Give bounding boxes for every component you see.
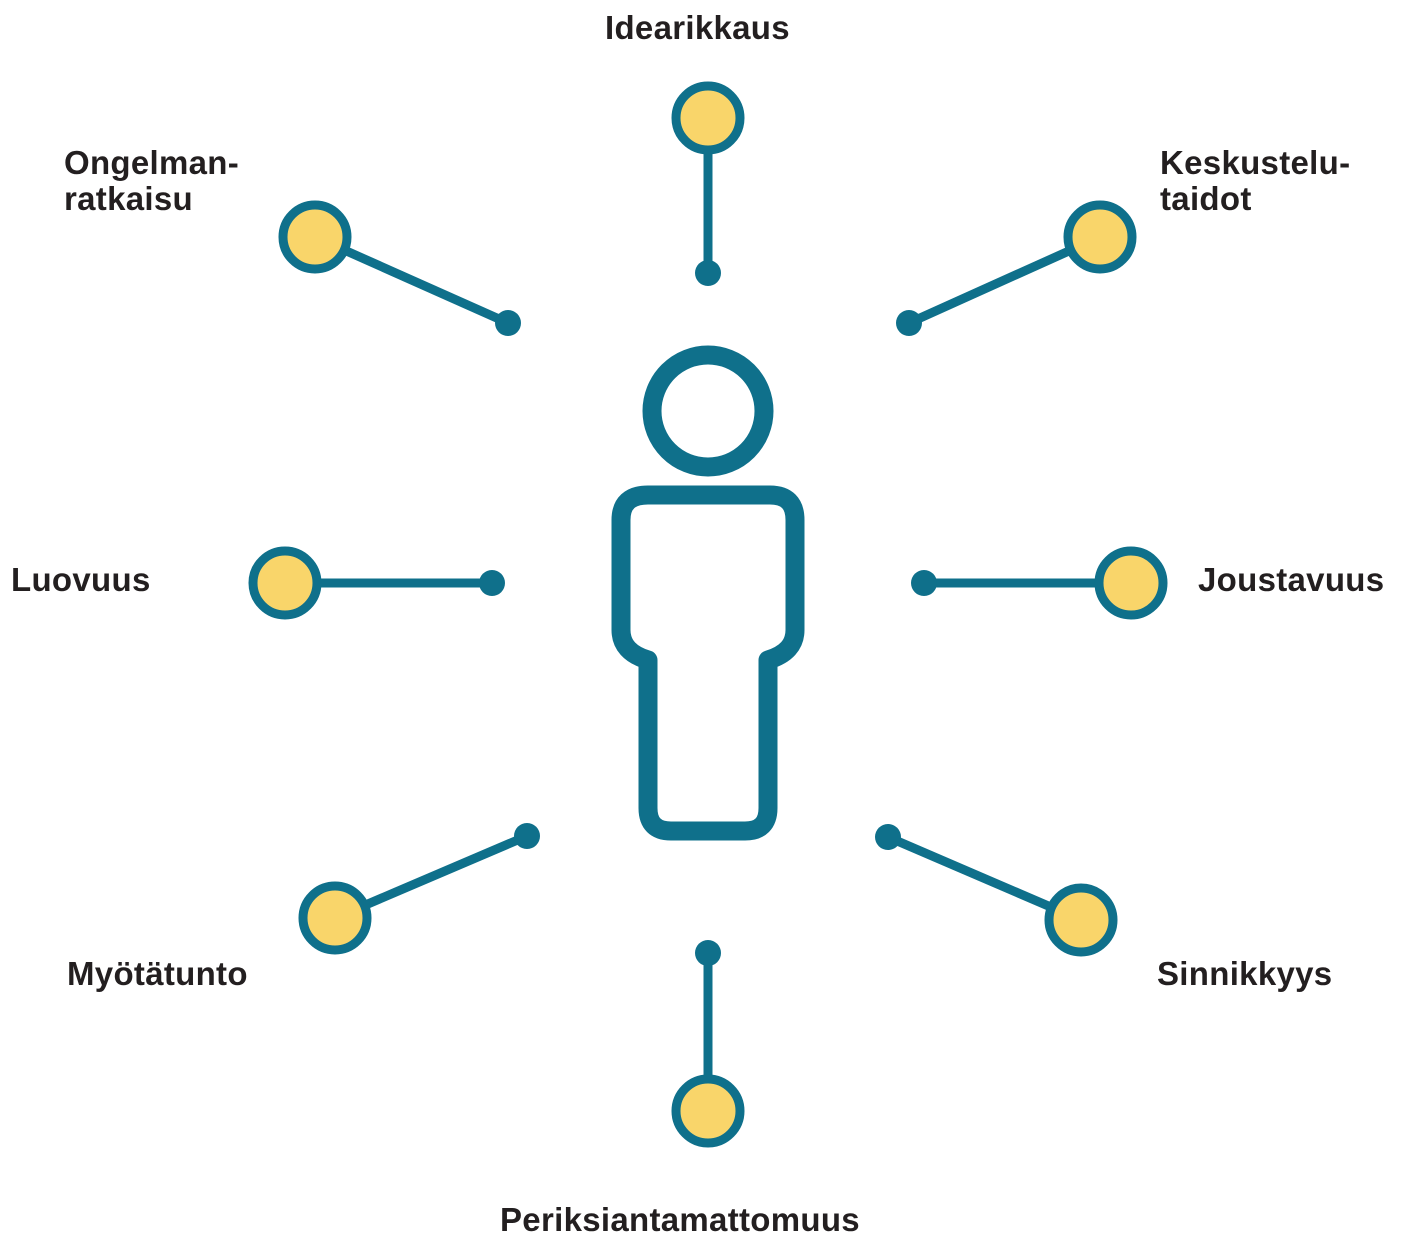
- label-line: Periksiantamattomuus: [500, 1201, 860, 1238]
- connector-dot-idearikkaus: [695, 260, 721, 286]
- label-line: Luovuus: [11, 561, 151, 598]
- node-sinnikkyys: [1044, 883, 1118, 957]
- person-head: [642, 345, 774, 477]
- node-joustavuus: [1094, 546, 1168, 620]
- label-line: Myötätunto: [67, 955, 248, 992]
- label-line: Joustavuus: [1198, 561, 1385, 598]
- label-idearikkaus: Idearikkaus: [605, 10, 790, 46]
- connector-dot-myotatunto: [514, 823, 540, 849]
- label-line: Keskustelu-: [1160, 144, 1351, 181]
- node-keskustelutaidot: [1063, 200, 1137, 274]
- node-periksiantamattomuus: [671, 1074, 745, 1148]
- label-sinnikkyys: Sinnikkyys: [1157, 956, 1332, 992]
- connectors: [248, 81, 1168, 1148]
- person-outline-icon: [611, 345, 805, 841]
- label-ongelmanratkaisu: Ongelman- ratkaisu: [64, 145, 239, 217]
- label-periksiantamattomuus: Periksiantamattomuus: [500, 1202, 860, 1238]
- label-line: Sinnikkyys: [1157, 955, 1333, 992]
- label-myotatunto: Myötätunto: [67, 956, 248, 992]
- label-keskustelutaidot: Keskustelu- taidot: [1160, 145, 1350, 217]
- node-ongelmanratkaisu: [278, 200, 352, 274]
- connector-dot-ongelmanratkaisu: [495, 310, 521, 336]
- person-body: [611, 485, 805, 841]
- label-line: taidot: [1160, 180, 1252, 217]
- label-line: Ongelman-: [64, 144, 240, 181]
- label-joustavuus: Joustavuus: [1198, 562, 1384, 598]
- node-luovuus: [248, 546, 322, 620]
- label-line: Idearikkaus: [605, 9, 790, 46]
- label-luovuus: Luovuus: [11, 562, 151, 598]
- connector-dot-luovuus: [479, 570, 505, 596]
- connector-dot-keskustelutaidot: [896, 310, 922, 336]
- connector-dot-periksiantamattomuus: [695, 940, 721, 966]
- node-idearikkaus: [671, 81, 745, 155]
- connector-dot-sinnikkyys: [875, 824, 901, 850]
- label-line: ratkaisu: [64, 180, 193, 217]
- connector-dot-joustavuus: [911, 570, 937, 596]
- node-myotatunto: [298, 881, 372, 955]
